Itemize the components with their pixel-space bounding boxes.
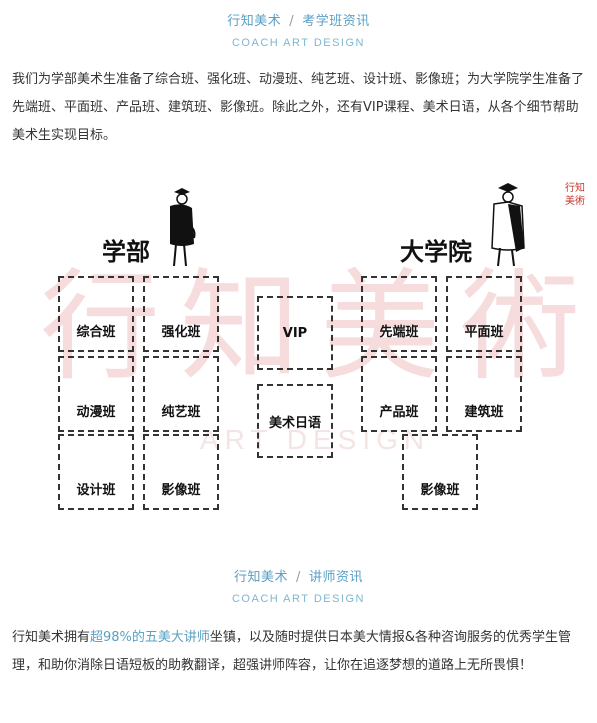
topic-label: 讲师资讯 <box>308 570 363 585</box>
group-label-undergrad: 学部 <box>102 238 150 266</box>
class-box: 美术日语 <box>257 384 333 458</box>
intro-paragraph: 我们为学部美术生准备了综合班、强化班、动漫班、纯艺班、设计班、影像班；为大学院学… <box>12 72 585 143</box>
class-box: 纯艺班 <box>143 356 219 432</box>
class-box: 平面班 <box>446 276 522 352</box>
instructor-paragraph: 行知美术拥有超98%的五美大讲师坐镇，以及随时提供日本美大情报&各种咨询服务的优… <box>12 624 584 680</box>
watermark-subtext: ART DESIGN <box>200 424 431 455</box>
highlight-text: 超98%的五美大讲师 <box>90 630 210 645</box>
brand-label: 行知美术 <box>234 570 289 585</box>
class-box: 影像班 <box>143 434 219 510</box>
brand-label: 行知美术 <box>227 14 282 29</box>
section-header-instructors: 行知美术 / 讲师资讯 COACH ART DESIGN <box>0 566 597 605</box>
section-subtitle: COACH ART DESIGN <box>231 593 365 605</box>
title-separator: / <box>289 14 295 29</box>
graduate-figure-icon <box>491 183 525 267</box>
class-box: 建筑班 <box>446 356 522 432</box>
paragraph-text: 行知美术拥有 <box>12 630 91 645</box>
section-subtitle: COACH ART DESIGN <box>231 37 365 49</box>
title-separator: / <box>296 570 301 585</box>
class-diagram: 行知美術 ART DESIGN 行知美術 学部 大学院 综合班 强化班 动漫班 … <box>40 172 585 532</box>
class-box: VIP <box>257 296 333 370</box>
section-title: 行知美术 / 考学班资讯 <box>0 10 597 29</box>
class-box: 产品班 <box>361 356 437 432</box>
class-box: 强化班 <box>143 276 219 352</box>
topic-label: 考学班资讯 <box>302 14 370 29</box>
watermark: 行知美術 <box>40 258 597 397</box>
group-label-graduate: 大学院 <box>400 238 472 266</box>
class-box: 影像班 <box>402 434 478 510</box>
class-box: 先端班 <box>361 276 437 352</box>
section-header-exam-classes: 行知美术 / 考学班资讯 COACH ART DESIGN <box>0 10 597 49</box>
class-box: 设计班 <box>58 434 134 510</box>
class-box: 动漫班 <box>58 356 134 432</box>
class-box: 综合班 <box>58 276 134 352</box>
section-title: 行知美术 / 讲师资讯 <box>0 566 597 585</box>
brand-seal: 行知美術 <box>565 183 585 207</box>
student-figure-icon <box>170 188 196 267</box>
paragraph-text: 坐镇，以及随时提供日本美大情报&各种咨询服务的优秀学生管理，和助你消除日语短板的… <box>12 630 572 673</box>
